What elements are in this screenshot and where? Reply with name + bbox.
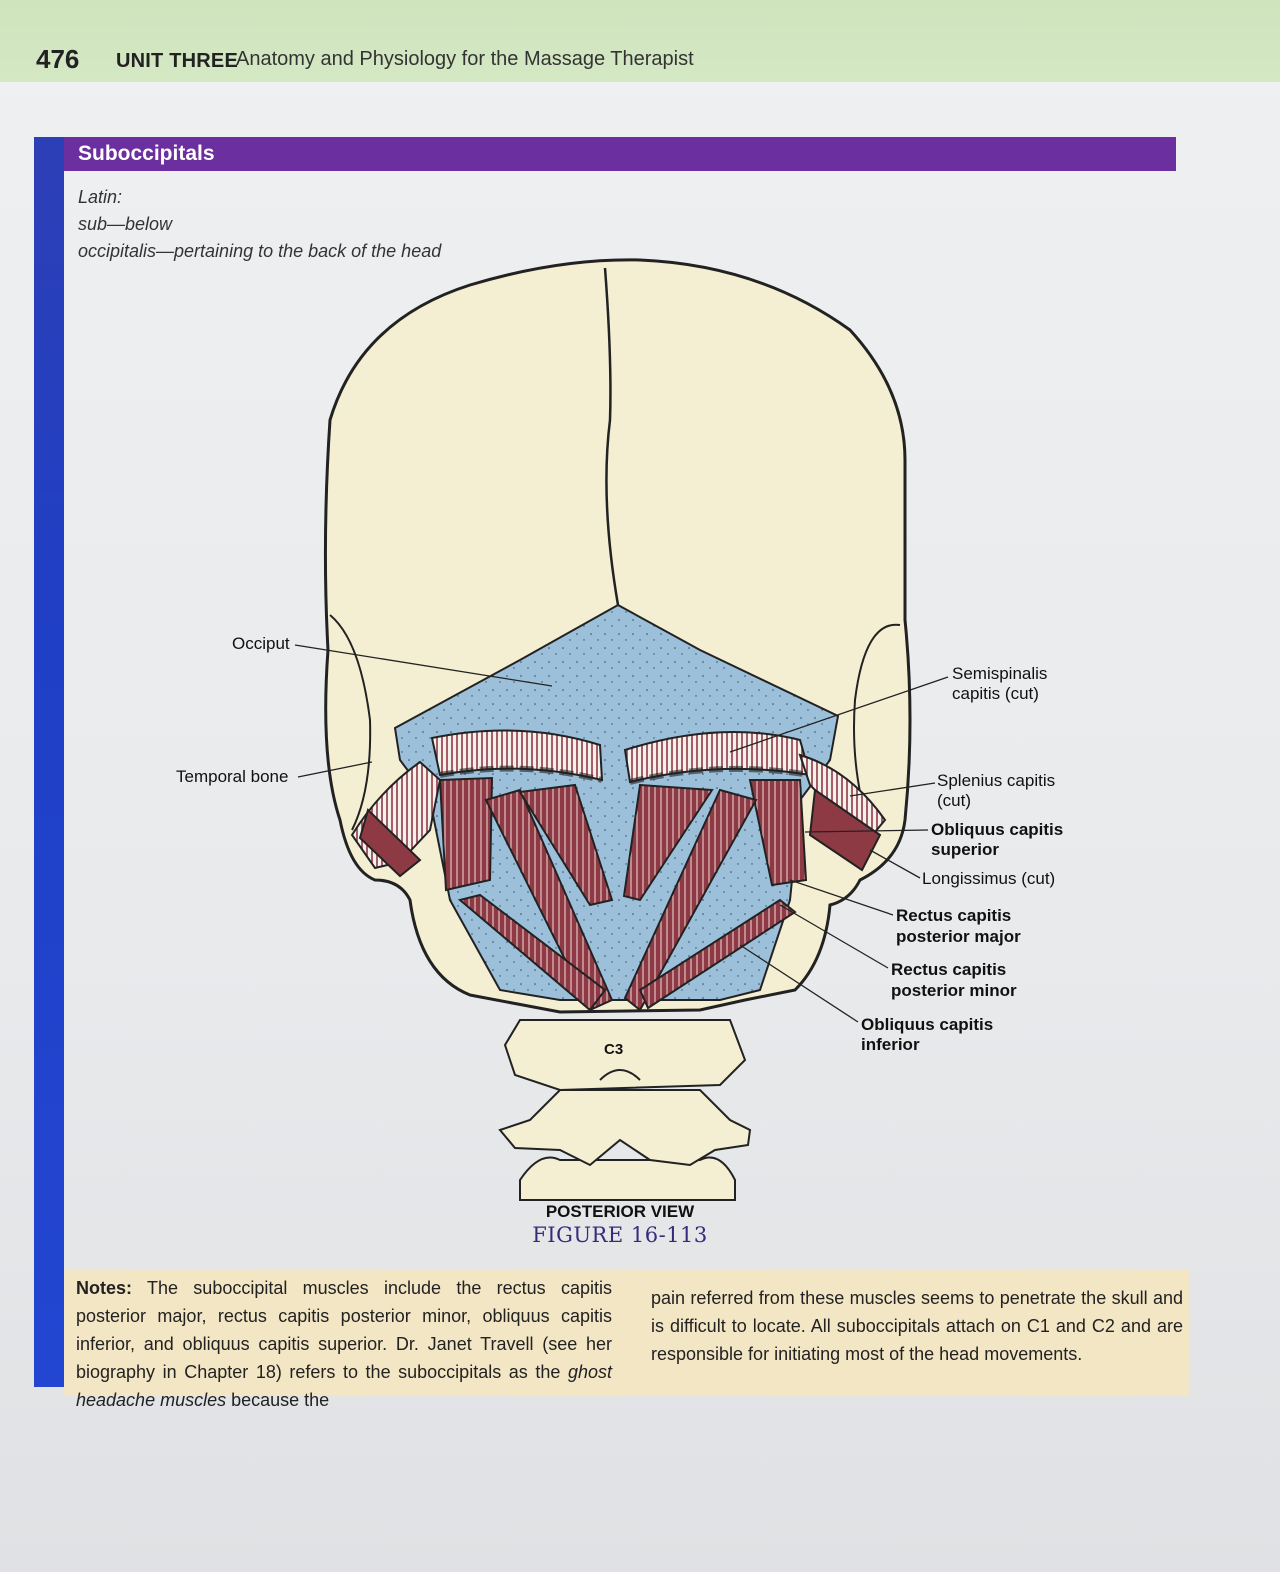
suboccipital-muscles [438,776,808,1012]
figure-view-caption: POSTERIOR VIEW [545,1202,695,1221]
page-number: 476 [36,44,80,74]
section-title: Suboccipitals [78,142,215,165]
label-rectus-minor-1: Rectus capitis [891,960,1007,979]
latin-heading: Latin: [78,187,123,207]
side-color-strip [34,137,64,1387]
label-splenius-2: (cut) [937,791,971,810]
latin-sub: sub—below [78,214,173,234]
label-longissimus: Longissimus (cut) [922,869,1056,888]
label-obliquus-superior-1: Obliquus capitis [931,820,1064,839]
cervical-vertebrae [498,1019,752,1201]
notes-left-body-2: because the [226,1390,330,1410]
leader-lines [294,644,949,1023]
latin-etymology: Latin: sub—below occipitalis—pertaining … [78,184,441,265]
label-splenius-1: Splenius capitis [937,771,1056,790]
label-temporal-bone: Temporal bone [176,767,289,786]
header-band [0,0,1280,82]
label-obliquus-inferior-1: Obliquus capitis [861,1015,994,1034]
notes-left-body-1: The suboccipital muscles include the rec… [76,1278,612,1382]
label-semispinalis-2: capitis (cut) [952,684,1039,703]
notes-right-column: pain referred from these muscles seems t… [651,1288,1183,1364]
occiput-region [393,603,840,1001]
label-occiput: Occiput [232,634,290,653]
unit-title: Anatomy and Physiology for the Massage T… [236,48,694,70]
notes-box [64,1270,1189,1396]
latin-occipitalis: occipitalis—pertaining to the back of th… [78,241,442,261]
section-title-bar [64,137,1176,171]
label-rectus-major-2: posterior major [896,927,1021,946]
notes-left-italic: ghost headache muscles [76,1362,612,1410]
unit-label: UNIT THREE [116,50,238,72]
label-obliquus-superior-2: superior [931,840,1000,859]
splenius-bands [350,753,887,878]
label-semispinalis-1: Semispinalis [952,664,1048,683]
label-rectus-minor-2: posterior minor [891,981,1017,1000]
figure-number: FIGURE 16-113 [532,1223,708,1247]
notes-lead: Notes: [76,1278,133,1298]
label-c3: C3 [604,1041,624,1058]
label-obliquus-inferior-2: inferior [861,1035,920,1054]
notes-left-column: Notes: The suboccipital muscles include … [76,1274,612,1414]
semispinalis-band [430,729,812,785]
label-rectus-major-1: Rectus capitis [896,906,1012,925]
